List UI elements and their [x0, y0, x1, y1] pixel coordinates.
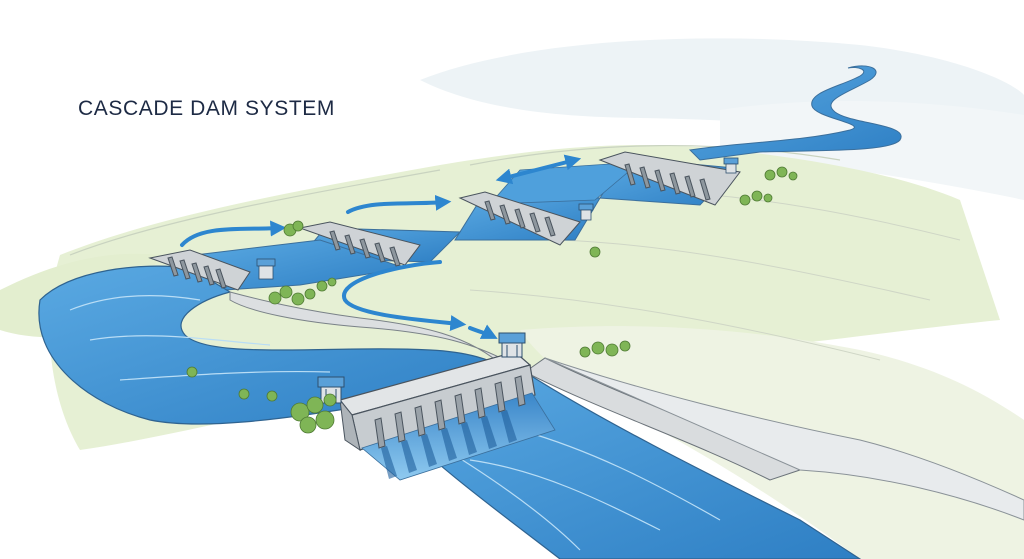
background-wash — [420, 38, 1024, 200]
gatehouse-main-right — [498, 332, 526, 358]
gatehouse-upper-middle — [578, 203, 594, 221]
gatehouse-upper — [723, 157, 739, 174]
upper-middle-dam — [458, 191, 581, 246]
main-dam — [338, 351, 556, 481]
flow-arrow-2 — [346, 194, 452, 214]
lower-middle-dam — [298, 221, 421, 267]
upper-dam — [598, 151, 741, 206]
flow-arrows — [180, 154, 582, 339]
reservoir-entry-dam — [148, 249, 251, 291]
channel-wall — [229, 291, 1024, 521]
flow-arrow-4 — [468, 324, 498, 339]
flow-arrow-double — [495, 154, 582, 185]
trees — [186, 166, 798, 434]
gatehouse-reservoir — [256, 258, 276, 280]
flow-arrow-3 — [342, 260, 467, 332]
diagram-title: CASCADE DAM SYSTEM — [78, 97, 336, 120]
upstream-river — [688, 65, 902, 161]
flow-arrow-1 — [180, 220, 287, 247]
